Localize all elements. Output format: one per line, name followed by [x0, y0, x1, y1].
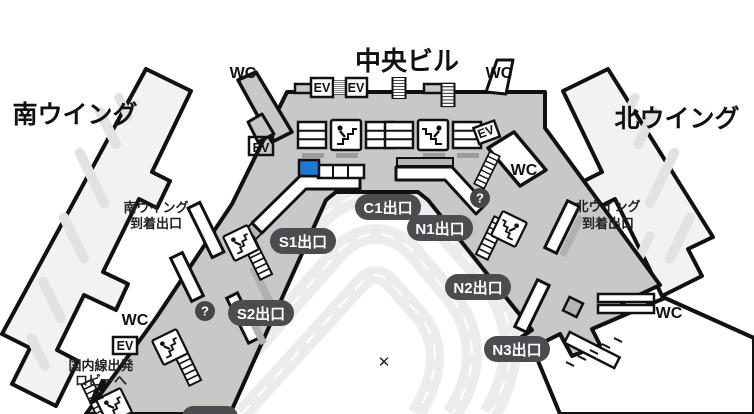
info-point-right: ? — [470, 188, 490, 208]
stairs-icon — [296, 120, 328, 150]
north-arrival-exit-label: 北ウイング 到着出口 — [575, 199, 640, 231]
current-location-marker — [297, 158, 321, 178]
elevator-bank-top: EV EV — [309, 76, 456, 108]
right-counter — [394, 157, 488, 216]
escalator-down-icon — [416, 118, 450, 152]
wc-label-top-left: WC — [230, 65, 257, 82]
exit-pill-n3: N3出口 — [484, 336, 550, 362]
escalator-up-icon — [329, 118, 363, 152]
south-wing-road-stripes — [26, 92, 133, 371]
exit-pill-n2: N2出口 — [445, 274, 511, 300]
exit-label-n1: N1出口 — [415, 220, 464, 238]
wc-corridor-top-right — [484, 58, 515, 96]
south-wing-building — [0, 67, 193, 408]
exit-label-n2: N2出口 — [453, 279, 502, 297]
domestic-lobby-fixtures — [80, 327, 238, 414]
wc-label-bottom-left: WC — [122, 312, 149, 329]
elevator-icon — [471, 118, 502, 146]
arrow-shaft — [96, 378, 107, 393]
info-point-left: ? — [195, 301, 215, 321]
south-arrival-exit-label: 南ウイング 到着出口 — [123, 200, 188, 231]
domestic-line2: ロビーへ — [75, 373, 127, 388]
south-arrival-line1: 南ウイング — [123, 200, 188, 215]
exit-label-s1: S1出口 — [279, 233, 327, 251]
north-arrival-line1: 北ウイング — [575, 199, 640, 214]
left-counter — [234, 158, 366, 251]
central-building-title: 中央ビル — [355, 46, 459, 76]
exit-pill-s1: S1出口 — [270, 228, 336, 254]
central-escalator-unit-up — [296, 118, 396, 158]
elevator-icon — [344, 76, 369, 99]
wc-corridor-top-left-stub — [246, 112, 276, 144]
ev-label: EV — [314, 81, 331, 95]
south-wing-label: 南ウイング — [12, 101, 137, 129]
elevator-icon — [247, 135, 275, 157]
info-label: ? — [476, 191, 484, 206]
south-arrival-line2: 到着出口 — [130, 216, 182, 231]
central-escalator-unit-down — [383, 118, 483, 158]
exit-pill-partial — [182, 406, 238, 414]
stairs-icon — [440, 82, 456, 108]
stairs-icon — [383, 120, 415, 150]
exit-label-n3: N3出口 — [492, 341, 541, 359]
info-label: ? — [201, 304, 209, 319]
stairs-icon — [391, 76, 407, 100]
wc-corridor-bottom-right — [596, 292, 656, 315]
wc-label-bottom-right: WC — [656, 305, 683, 322]
exit-pills: C1出口 S1出口 S2出口 N1出口 N2出口 N3出口 — [228, 194, 550, 362]
arrow-down-left-icon — [89, 388, 104, 404]
ev-label-bottom-left: EV — [117, 339, 134, 353]
elevator-icon — [111, 335, 139, 356]
north-arrival-line2: 到着出口 — [582, 216, 634, 231]
exit-label-c1: C1出口 — [363, 199, 412, 217]
domestic-departure-label: 国内線出発 ロビーへ — [68, 358, 134, 388]
exit-pill-s2: S2出口 — [228, 300, 294, 326]
cross-marker: ✕ — [378, 354, 391, 371]
wc-label-top-right: WC — [486, 65, 513, 82]
exit-label-s2: S2出口 — [237, 305, 285, 323]
ev-label-left: EV — [253, 141, 270, 155]
north-wing-building — [561, 67, 715, 298]
ev-label: EV — [348, 81, 365, 95]
wc-corridor-right — [486, 130, 548, 188]
north-wing-road-stripes — [621, 92, 696, 264]
north-arm-fixtures — [471, 118, 623, 370]
north-wing-label: 北ウイング — [614, 105, 739, 133]
ev-label-right: EV — [476, 122, 497, 141]
stairs-icon — [332, 79, 347, 96]
exit-pill-n1: N1出口 — [407, 215, 473, 241]
domestic-line1: 国内線出発 — [68, 358, 134, 373]
wc-label-right: WC — [511, 162, 538, 179]
exit-pill-c1: C1出口 — [355, 194, 421, 220]
